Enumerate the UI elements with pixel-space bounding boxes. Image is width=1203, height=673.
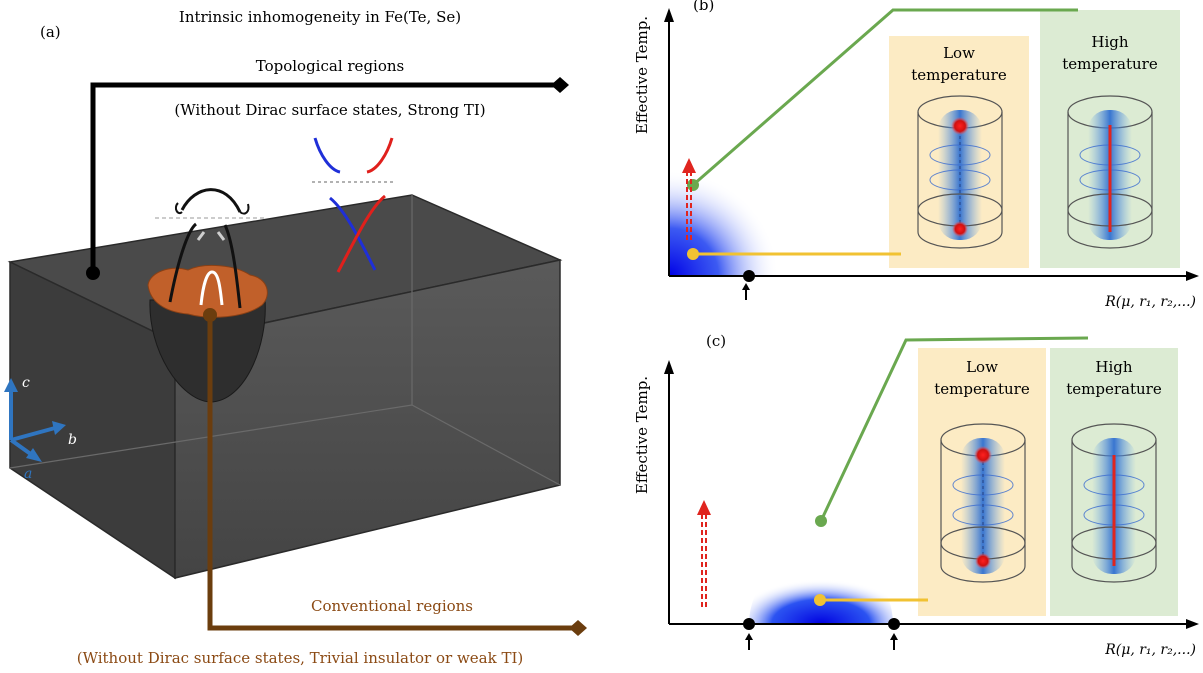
band-red-top (366, 137, 394, 174)
band-blue-top (313, 137, 341, 174)
panel-c-red-arrow (697, 500, 711, 607)
panel-a: (a) Intrinsic inhomogeneity in Fe(Te, Se… (4, 8, 587, 667)
panel-c-ylabel: Effective Temp. (633, 376, 651, 494)
panel-c-vortex-high (1071, 423, 1157, 583)
panel-b-vortex-high (1067, 95, 1153, 249)
band-conduction-black (168, 222, 198, 303)
panel-b-green-dot (687, 179, 699, 191)
topological-label: Topological regions (256, 57, 404, 75)
band-valence-black (180, 188, 242, 213)
panel-b-high-line1: High (1091, 33, 1128, 51)
conventional-sub: (Without Dirac surface states, Trivial i… (77, 649, 524, 667)
panel-a-label: (a) (40, 23, 61, 41)
panel-c-blue-dome (749, 552, 893, 624)
topological-dot (86, 266, 100, 280)
panel-b-low-line1: Low (943, 44, 975, 62)
trivial-band-white (199, 270, 224, 306)
band-grey-stub-left (196, 231, 206, 241)
topological-diamond (551, 77, 569, 93)
conventional-diamond (569, 620, 587, 636)
topological-connector (90, 82, 560, 273)
panel-c-low-line1: Low (966, 358, 998, 376)
panel-c-xlabel: R(μ, r₁, r₂,...) (1104, 642, 1196, 658)
conventional-label: Conventional regions (311, 597, 473, 615)
panel-c-vortex-low (940, 423, 1026, 583)
panel-b-ylabel: Effective Temp. (633, 16, 651, 134)
panel-b-xlabel: R(μ, r₁, r₂,...) (1104, 294, 1196, 310)
panel-b-low-line2: temperature (911, 66, 1007, 84)
panel-b-green-line (692, 8, 1078, 187)
band-valence-hook-right (239, 203, 250, 215)
panel-b-yellow-dot (687, 248, 699, 260)
band-red-cross (336, 194, 386, 273)
panel-b-red-arrow (682, 158, 696, 240)
panel-a-title: Intrinsic inhomogeneity in Fe(Te, Se) (179, 8, 461, 26)
panel-c-low-line2: temperature (934, 380, 1030, 398)
panel-b-x-marker (743, 270, 755, 282)
panel-c-x-marker-left (743, 618, 755, 630)
panel-c-yellow-dot (814, 594, 826, 606)
panel-b-high-line2: temperature (1062, 55, 1158, 73)
crystal-axes: c b a (4, 375, 77, 482)
panel-c-high-line2: temperature (1066, 380, 1162, 398)
panel-b: (b) Effective Temp. Low temperature High… (633, 0, 1199, 310)
axis-b-label: b (68, 432, 77, 448)
panel-c-high-line1: High (1095, 358, 1132, 376)
panel-c-green-dot (815, 515, 827, 527)
band-grey-stub-right (216, 231, 226, 241)
panel-c-x-marker-right (888, 618, 900, 630)
conventional-connector (207, 315, 578, 631)
band-conduction-black-right (223, 224, 242, 309)
axis-a-label: a (24, 466, 32, 482)
band-valence-hook-left (174, 202, 183, 214)
panel-c: (c) Effective Temp. Low temperature High… (633, 332, 1199, 658)
panel-b-vortex-low (917, 95, 1003, 249)
axis-c-label: c (22, 375, 30, 391)
panel-c-green-line (819, 336, 1089, 522)
panel-b-blue-region (669, 170, 779, 276)
panel-b-label: (b) (693, 0, 714, 14)
conventional-dot (203, 308, 217, 322)
topological-sub: (Without Dirac surface states, Strong TI… (174, 101, 485, 119)
panel-c-label: (c) (706, 332, 726, 350)
band-blue-cross (329, 196, 377, 271)
